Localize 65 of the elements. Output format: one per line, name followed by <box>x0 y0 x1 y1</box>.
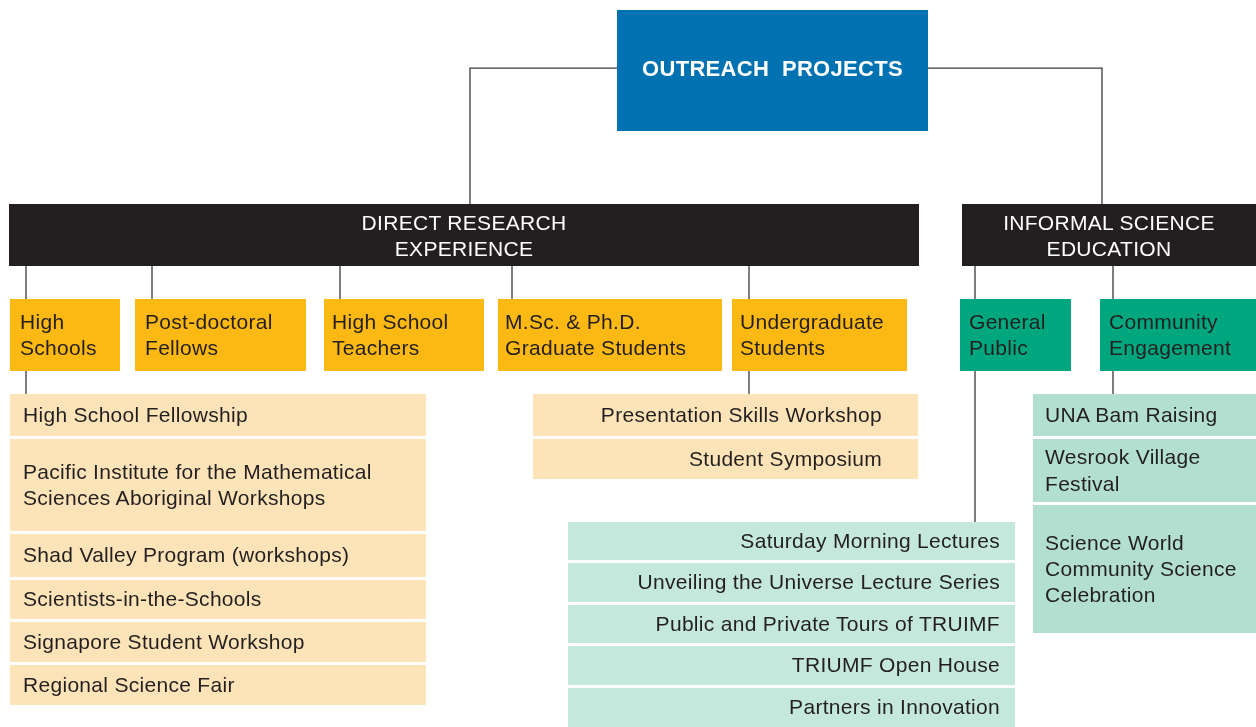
box-label: Saturday Morning Lectures <box>739 527 1000 554</box>
program-box <box>1033 505 1256 633</box>
program-box <box>1033 439 1256 502</box>
box-label: M.Sc. & Ph.D. Graduate Students <box>505 308 688 361</box>
program-box <box>10 439 426 531</box>
box-label: Science World Community Science Celebration <box>1045 529 1238 609</box>
box-label: Pacific Institute for the Mathematical Sciences Aboriginal Workshops <box>23 458 373 511</box>
program-box <box>568 522 1015 560</box>
box-label: Student Symposium <box>687 445 882 472</box>
program-box <box>568 605 1015 643</box>
group-box <box>960 299 1071 371</box>
group-box <box>324 299 484 371</box>
program-box <box>10 580 426 619</box>
box-label: Undergraduate Students <box>740 308 885 361</box>
program-box <box>10 534 426 577</box>
program-box <box>568 646 1015 685</box>
connector-line <box>1112 265 1114 300</box>
program-box <box>533 439 918 479</box>
program-box <box>1033 394 1256 436</box>
group-box <box>732 299 907 371</box>
box-label: Community Engagement <box>1109 308 1233 361</box>
connector-line <box>927 67 1103 205</box>
connector-line <box>339 265 341 300</box>
box-label: DIRECT RESEARCH EXPERIENCE <box>360 209 568 262</box>
box-label: General Public <box>969 308 1047 361</box>
box-label: Shad Valley Program (workshops) <box>23 542 351 569</box>
box-label: TRIUMF Open House <box>790 652 1000 679</box>
connector-line <box>511 265 513 300</box>
group-box <box>10 299 120 371</box>
group-box <box>1100 299 1256 371</box>
program-box <box>10 394 426 436</box>
connector-line <box>974 370 976 523</box>
category-band <box>9 204 919 266</box>
box-label: Scientists-in-the-Schools <box>23 586 263 613</box>
box-label: High School Fellowship <box>23 401 249 428</box>
connector-line <box>1112 370 1114 395</box>
box-label: Regional Science Fair <box>23 671 236 698</box>
box-label: Signapore Student Workshop <box>23 628 306 655</box>
box-label: Unveiling the Universe Lecture Series <box>636 569 1000 596</box>
box-label: OUTREACH PROJECTS <box>641 54 904 83</box>
box-label: High School Teachers <box>332 308 450 361</box>
group-box <box>135 299 306 371</box>
program-box <box>533 394 918 436</box>
box-label: UNA Bam Raising <box>1045 401 1219 428</box>
connector-line <box>25 265 27 300</box>
category-band <box>962 204 1256 266</box>
box-label: High Schools <box>20 308 98 361</box>
program-box <box>568 688 1015 727</box>
box-label: Post-doctoral Fellows <box>145 308 274 361</box>
connector-line <box>151 265 153 300</box>
program-box <box>10 622 426 662</box>
title-box <box>617 10 928 131</box>
connector-line <box>25 370 27 395</box>
box-label: Partners in Innovation <box>788 694 1000 721</box>
group-box <box>498 299 722 371</box>
connector-line <box>748 265 750 300</box>
box-label: Public and Private Tours of TRUIMF <box>654 610 1000 637</box>
connector-line <box>974 265 976 300</box>
box-label: Wesrook Village Festival <box>1045 444 1202 497</box>
connector-line <box>469 67 618 205</box>
connector-line <box>748 370 750 395</box>
box-label: Presentation Skills Workshop <box>599 401 882 428</box>
program-box <box>10 665 426 705</box>
program-box <box>568 563 1015 602</box>
box-label: INFORMAL SCIENCE EDUCATION <box>1002 209 1216 262</box>
